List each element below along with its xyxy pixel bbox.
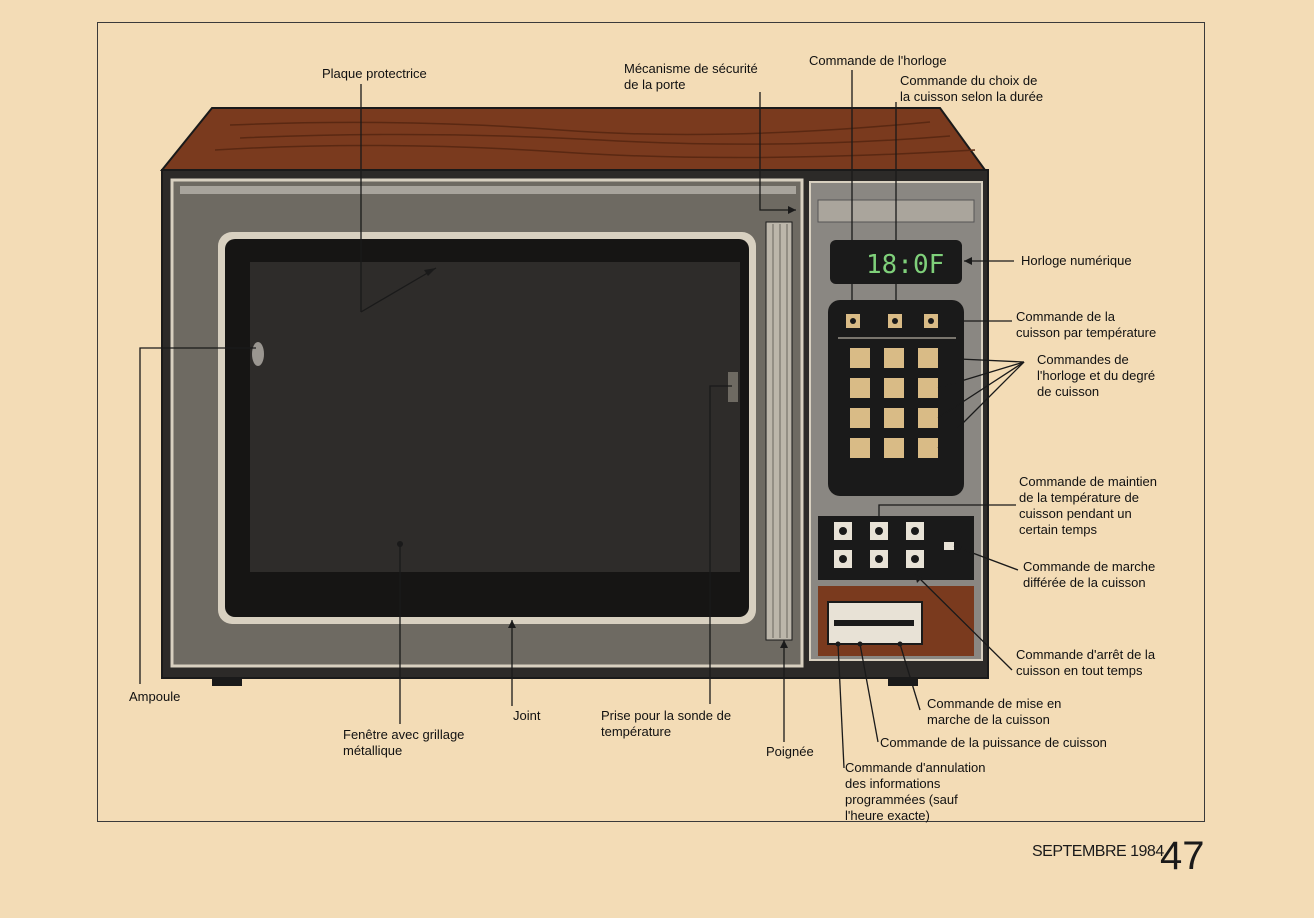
window-inner <box>250 262 740 572</box>
label-horloge-degre: Commandes de l'horloge et du degré de cu… <box>1037 352 1155 400</box>
label-cuisson-temperature: Commande de la cuisson par température <box>1016 309 1156 341</box>
footer-page-number: 47 <box>1160 834 1205 878</box>
label-commande-horloge: Commande de l'horloge <box>809 53 947 68</box>
label-fenetre: Fenêtre avec grillage métallique <box>343 727 464 759</box>
leader-lines <box>139 70 1025 769</box>
label-annulation-line2: des informations <box>845 776 941 791</box>
label-degre-line2: l'horloge et du degré <box>1037 368 1156 383</box>
label-choix-duree-line1: Commande du choix de <box>900 73 1038 88</box>
function-buttons <box>834 522 954 568</box>
footer-month: SEPTEMBRE 1984 <box>1032 843 1164 860</box>
figure-frame <box>97 22 1205 822</box>
label-marche-differee: Commande de marche différée de la cuisso… <box>1023 559 1155 591</box>
label-differee-line1: Commande de marche <box>1023 559 1156 574</box>
leader-arrowheads <box>397 206 972 648</box>
temperature-keys <box>846 314 938 328</box>
label-temperature-line2: cuisson par température <box>1016 325 1157 340</box>
label-puissance: Commande de la puissance de cuisson <box>880 735 1107 750</box>
label-annulation-line1: Commande d'annulation <box>845 760 986 775</box>
label-sonde-line2: température <box>601 724 672 739</box>
label-maintien-line2: de la température de <box>1019 490 1139 505</box>
lamp <box>252 342 264 366</box>
probe-socket <box>728 372 738 402</box>
wood-grain <box>214 121 976 159</box>
label-arret: Commande d'arrêt de la cuisson en tout t… <box>1016 647 1155 679</box>
label-choix-duree-line2: la cuisson selon la durée <box>900 89 1044 104</box>
label-joint: Joint <box>513 708 541 723</box>
label-sonde-line1: Prise pour la sonde de <box>601 708 732 723</box>
door-top-strip <box>180 186 796 194</box>
label-maintien-line4: certain temps <box>1019 522 1098 537</box>
label-sonde: Prise pour la sonde de température <box>601 708 731 740</box>
label-poignee: Poignée <box>766 744 814 759</box>
label-degre-line3: de cuisson <box>1037 384 1100 399</box>
label-degre-line1: Commandes de <box>1037 352 1129 367</box>
label-differee-line2: différée de la cuisson <box>1023 575 1146 590</box>
label-ampoule: Ampoule <box>129 689 181 704</box>
label-annulation-line4: l'heure exacte) <box>845 808 930 823</box>
label-mecanisme-securite: Mécanisme de sécurité de la porte <box>624 61 758 93</box>
label-arret-line1: Commande d'arrêt de la <box>1016 647 1156 662</box>
label-annulation: Commande d'annulation des informations p… <box>845 760 986 824</box>
handle <box>765 221 793 641</box>
label-horloge-numerique: Horloge numérique <box>1021 253 1132 268</box>
label-temperature-line1: Commande de la <box>1016 309 1115 324</box>
number-keys <box>850 348 938 458</box>
label-arret-line2: cuisson en tout temps <box>1016 663 1143 678</box>
label-fenetre-line2: métallique <box>343 743 403 758</box>
label-mecanisme-line2: de la porte <box>624 77 686 92</box>
label-mise-en-marche-line1: Commande de mise en <box>927 696 1062 711</box>
label-maintien-line3: cuisson pendant un <box>1019 506 1132 521</box>
label-mise-en-marche: Commande de mise en marche de la cuisson <box>927 696 1061 728</box>
label-fenetre-line1: Fenêtre avec grillage <box>343 727 465 742</box>
label-maintien: Commande de maintien de la température d… <box>1019 474 1157 538</box>
foot-right <box>888 678 918 686</box>
label-mise-en-marche-line2: marche de la cuisson <box>927 712 1050 727</box>
label-mecanisme-line1: Mécanisme de sécurité <box>624 61 758 76</box>
label-plaque-protectrice: Plaque protectrice <box>322 66 427 81</box>
clock-readout: 18:0F <box>866 250 944 280</box>
label-annulation-line3: programmées (sauf <box>845 792 958 807</box>
foot-left <box>212 678 242 686</box>
label-maintien-line1: Commande de maintien <box>1019 474 1158 489</box>
label-choix-duree: Commande du choix de la cuisson selon la… <box>900 73 1043 105</box>
